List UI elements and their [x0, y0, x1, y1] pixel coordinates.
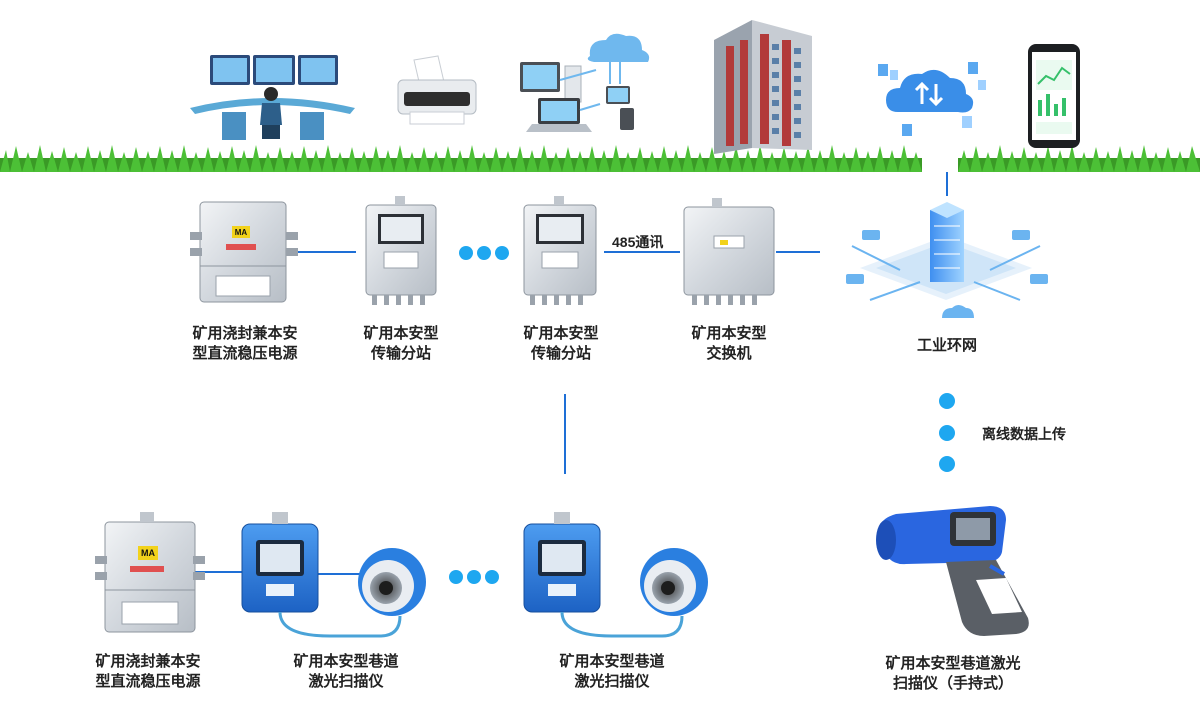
control-room-icon — [190, 55, 355, 140]
label-switch: 矿用本安型 交换机 — [674, 324, 784, 364]
smartphone-icon — [1028, 44, 1080, 148]
label-line: 传输分站 — [530, 345, 591, 362]
label-line: 矿用本安型 — [523, 325, 599, 342]
offline-upload-label: 离线数据上传 — [982, 426, 1066, 442]
power-supply-bottom: MA — [95, 512, 205, 633]
rs485-link-label: 485通讯 — [612, 234, 664, 250]
power-supply-top: MA — [190, 201, 298, 303]
building-icon — [714, 20, 812, 154]
substation-1 — [365, 196, 437, 305]
offline-upload-dots — [939, 393, 955, 472]
label-line: 型直流稳压电源 — [192, 345, 298, 362]
scanner-host-1 — [241, 512, 319, 613]
label-line: 矿用本安型 — [363, 325, 439, 342]
label-line: 矿用本安型巷道激光 — [885, 655, 1021, 672]
printer-icon — [397, 55, 477, 125]
label-scanner-1: 矿用本安型巷道 激光扫描仪 — [276, 652, 416, 692]
cable-2 — [560, 611, 684, 638]
switch-enclosure — [683, 198, 775, 305]
cloud-transfer-icon — [878, 62, 986, 136]
cable-1 — [278, 611, 402, 638]
label-power-supply-bottom: 矿用浇封兼本安 型直流稳压电源 — [78, 652, 218, 692]
label-scanner-2: 矿用本安型巷道 激光扫描仪 — [542, 652, 682, 692]
label-line: 矿用浇封兼本安 — [192, 325, 298, 342]
ellipsis-dots-top — [459, 246, 509, 260]
label-line: 型直流稳压电源 — [95, 673, 201, 690]
label-line: 交换机 — [706, 345, 752, 362]
label-substation-1: 矿用本安型 传输分站 — [346, 324, 456, 364]
handheld-scanner — [876, 506, 1029, 636]
label-line: 矿用浇封兼本安 — [95, 653, 201, 670]
grass-strip — [0, 145, 1200, 172]
ma-badge-text: MA — [141, 548, 155, 558]
label-line: 激光扫描仪 — [574, 673, 650, 690]
laser-scanner-head-1 — [358, 548, 426, 616]
label-substation-2: 矿用本安型 传输分站 — [506, 324, 616, 364]
label-line: 传输分站 — [370, 345, 431, 362]
label-line: 矿用本安型巷道 — [559, 653, 665, 670]
laser-scanner-head-2 — [640, 548, 708, 616]
scanner-host-2 — [523, 512, 601, 613]
industrial-network-icon — [846, 202, 1048, 318]
substation-2 — [523, 196, 597, 305]
label-line: 矿用本安型巷道 — [293, 653, 399, 670]
label-line: 工业环网 — [916, 337, 977, 354]
label-network: 工业环网 — [892, 336, 1002, 356]
label-line: 激光扫描仪 — [308, 673, 384, 690]
label-line: 扫描仪（手持式） — [892, 675, 1013, 692]
ma-badge-text: MA — [235, 228, 248, 237]
computers-cloud-icon — [520, 33, 650, 132]
label-power-supply-top: 矿用浇封兼本安 型直流稳压电源 — [175, 324, 315, 364]
label-line: 矿用本安型 — [691, 325, 767, 342]
ellipsis-dots-bottom — [449, 570, 499, 584]
label-handheld-scanner: 矿用本安型巷道激光 扫描仪（手持式） — [868, 654, 1038, 694]
